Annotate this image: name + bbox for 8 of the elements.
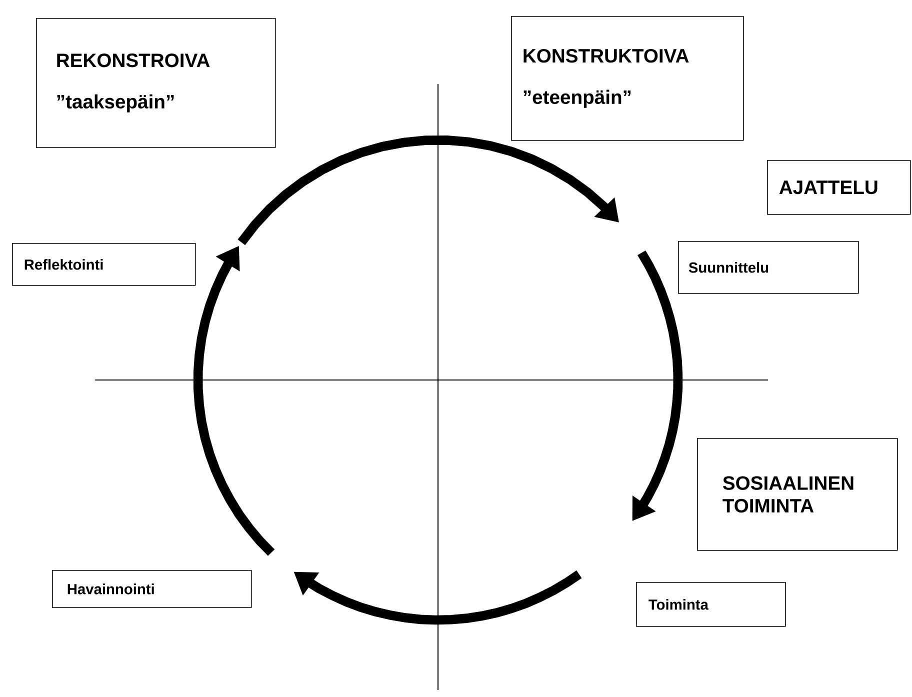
label-box: KONSTRUKTOIVA ”eteenpäin” [511,16,744,141]
label-box: AJATTELU [767,160,911,215]
label-box: Reflektointi [12,243,196,286]
label-box: Suunnittelu [678,241,859,294]
label-box: Toiminta [636,582,786,627]
label-box: Havainnointi [52,570,252,608]
label-box: SOSIAALINEN TOIMINTA [697,438,898,551]
label-box: REKONSTROIVA ”taaksepäin” [36,18,276,148]
